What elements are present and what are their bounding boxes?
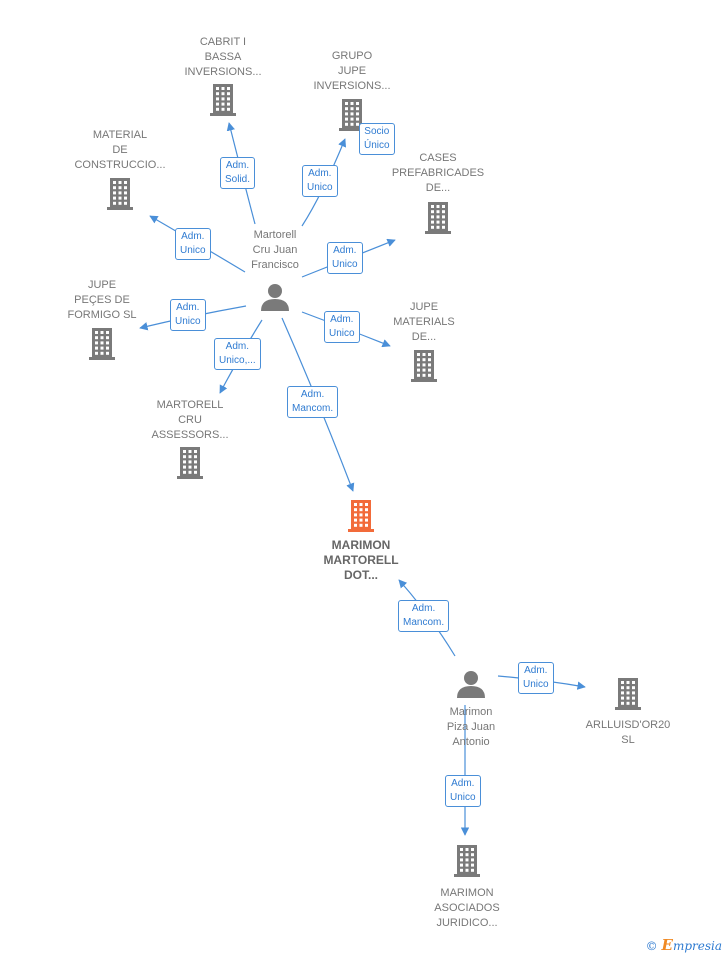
edge-label-martorell_person-to-cases[interactable]: Adm. Unico: [327, 242, 363, 274]
building-icon-cabrit[interactable]: [210, 84, 236, 116]
focus-building-icon-marimon_martorell[interactable]: [348, 500, 374, 532]
building-icon-arlluisd[interactable]: [615, 678, 641, 710]
building-icon-grupo_jupe[interactable]: [339, 99, 365, 131]
node-label-arlluisd[interactable]: ARLLUISD'OR20 SL: [585, 719, 671, 746]
building-icon-jupe_pecs[interactable]: [89, 328, 115, 360]
badge-grupo_jupe[interactable]: Socio Único: [359, 123, 395, 155]
building-icon-jupe_materials[interactable]: [411, 350, 437, 382]
edge-label-martorell_person-to-material[interactable]: Adm. Unico: [175, 228, 211, 260]
edge-label-marimon_person-to-marimon_martorell[interactable]: Adm. Mancom.: [398, 600, 450, 632]
edge-label-marimon_person-to-marimon_asociados[interactable]: Adm. Unico: [445, 775, 481, 807]
edge-label-martorell_person-to-marimon_martorell[interactable]: Adm. Mancom.: [287, 386, 339, 418]
copyright-symbol: ©: [645, 939, 658, 953]
node-label-jupe_pecs[interactable]: JUPE PEÇES DE FORMIGO SL: [67, 279, 137, 321]
edge-label-martorell_person-to-cabrit[interactable]: Adm. Solid.: [220, 157, 256, 189]
node-label-grupo_jupe[interactable]: GRUPO JUPE INVERSIONS...: [313, 50, 391, 92]
person-icon-marimon_person[interactable]: [457, 671, 485, 698]
building-icon-marimon_asociados[interactable]: [454, 845, 480, 877]
edge-label-martorell_person-to-martorell_cru[interactable]: Adm. Unico,...: [214, 338, 261, 370]
node-label-marimon_martorell[interactable]: MARIMON MARTORELL DOT...: [323, 538, 399, 582]
node-label-marimon_asociados[interactable]: MARIMON ASOCIADOS JURIDICO...: [434, 887, 500, 929]
node-label-martorell_cru[interactable]: MARTORELL CRU ASSESSORS...: [151, 399, 229, 441]
building-icon-material[interactable]: [107, 178, 133, 210]
brand-name: mpresia: [672, 939, 722, 953]
edge-label-martorell_person-to-grupo_jupe[interactable]: Adm. Unico: [302, 165, 338, 197]
node-label-cabrit[interactable]: CABRIT I BASSA INVERSIONS...: [184, 36, 262, 78]
nodes-layer: [89, 84, 641, 877]
edge-label-marimon_person-to-arlluisd[interactable]: Adm. Unico: [518, 662, 554, 694]
brand-initial: E: [661, 936, 673, 954]
node-label-jupe_materials[interactable]: JUPE MATERIALS DE...: [393, 301, 455, 343]
edge-label-martorell_person-to-jupe_materials[interactable]: Adm. Unico: [324, 311, 360, 343]
person-icon-martorell_person[interactable]: [261, 284, 289, 311]
node-label-cases[interactable]: CASES PREFABRICADES DE...: [391, 152, 485, 194]
node-label-martorell_person[interactable]: Martorell Cru Juan Francisco: [251, 229, 299, 271]
building-icon-cases[interactable]: [425, 202, 451, 234]
edge-label-martorell_person-to-jupe_pecs[interactable]: Adm. Unico: [170, 299, 206, 331]
node-label-material[interactable]: MATERIAL DE CONSTRUCCIO...: [74, 129, 166, 171]
empresia-logo[interactable]: © Empresia: [646, 936, 722, 954]
building-icon-martorell_cru[interactable]: [177, 447, 203, 479]
node-label-marimon_person[interactable]: Marimon Piza Juan Antonio: [446, 706, 496, 748]
